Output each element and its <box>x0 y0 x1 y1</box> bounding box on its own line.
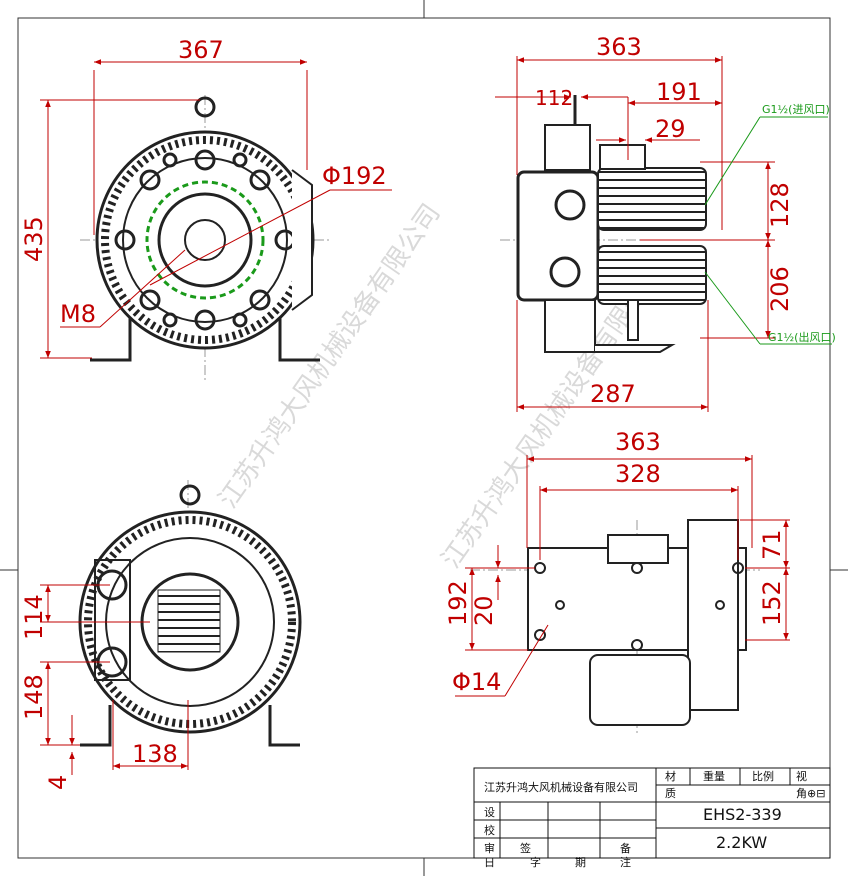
bottom-view <box>470 519 760 735</box>
dim-148-label: 148 <box>20 674 48 720</box>
view-label: 视 <box>796 769 807 783</box>
dim-138-label: 138 <box>132 740 178 768</box>
dim-114-label: 114 <box>20 594 48 640</box>
side-base-label: 287 <box>590 380 636 408</box>
bottom-view-dimensions <box>455 455 790 697</box>
bottom-width-label: 363 <box>615 428 661 456</box>
material-label: 材 <box>665 769 676 783</box>
dim-191-label: 191 <box>656 78 702 106</box>
title-block <box>473 767 831 859</box>
front-height-label: 435 <box>20 216 48 262</box>
rear-view <box>70 480 302 760</box>
dim-206-label: 206 <box>766 266 794 312</box>
projection-symbol: 角⊕⊟ <box>796 787 825 800</box>
row-date: 日 <box>484 856 495 869</box>
col-char: 字 <box>530 855 541 869</box>
weight-label: 重量 <box>703 769 725 783</box>
front-view <box>80 95 330 380</box>
dim-71-label: 71 <box>758 529 786 560</box>
dim-192-label: 192 <box>444 580 472 626</box>
company-name: 江苏升鸿大风机械设备有限公司 <box>484 780 638 794</box>
col-note: 备 <box>620 841 631 855</box>
hole-diameter-label: Φ14 <box>452 668 501 696</box>
inlet-port-label: G1½(进风口) <box>762 103 830 116</box>
model-number: EHS2-339 <box>703 805 782 824</box>
col-sign: 签 <box>520 841 531 855</box>
front-view-dimensions <box>40 59 392 359</box>
side-width-label: 363 <box>596 33 642 61</box>
power-rating: 2.2KW <box>716 833 767 852</box>
dim-112-label: 112 <box>535 86 573 110</box>
side-view <box>500 95 770 353</box>
dim-20-label: 20 <box>470 595 498 626</box>
outlet-port-label: G1½(出风口) <box>768 330 836 344</box>
row-design: 设 <box>484 806 495 819</box>
dim-128-label: 128 <box>766 182 794 228</box>
rear-view-dimensions <box>40 584 189 775</box>
scale-label: 比例 <box>752 769 774 783</box>
hole-span-label: 328 <box>615 460 661 488</box>
dim-29-label: 29 <box>655 115 686 143</box>
col-note-2: 注 <box>620 855 631 869</box>
material-label-2: 质 <box>665 787 676 800</box>
front-width-label: 367 <box>178 36 224 64</box>
dim-152-label: 152 <box>758 580 786 626</box>
col-date: 期 <box>575 856 586 869</box>
row-audit: 审 <box>484 841 495 855</box>
side-view-dimensions <box>495 56 775 412</box>
port-leaders <box>704 116 832 345</box>
row-check: 校 <box>484 823 495 837</box>
front-bolt-label: M8 <box>60 300 96 328</box>
dim-4-label: 4 <box>44 775 72 790</box>
front-diameter-label: Φ192 <box>322 162 387 190</box>
